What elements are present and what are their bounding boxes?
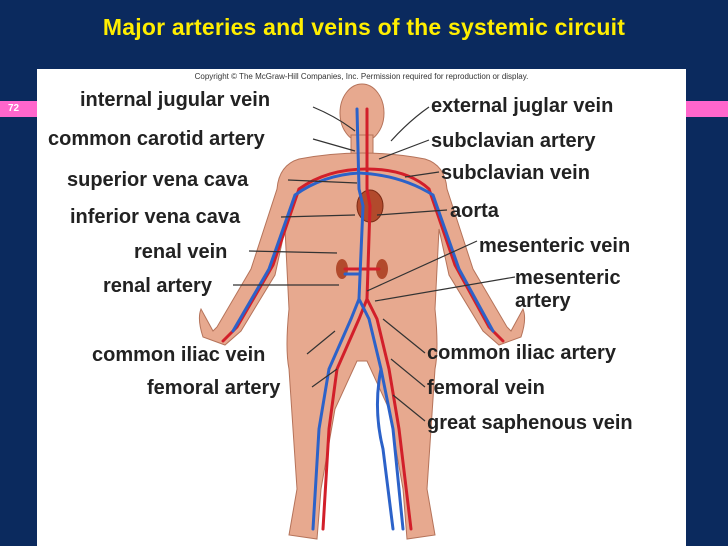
label-inferior-vena-cava: inferior vena cava: [70, 206, 241, 228]
label-femoral-vein: femoral vein: [427, 377, 545, 399]
label-common-carotid-artery: common carotid artery: [48, 128, 265, 150]
label-subclavian-artery: subclavian artery: [431, 130, 596, 152]
slide-accent-bar-right: [686, 101, 728, 117]
label-internal-jugular-vein: internal jugular vein: [80, 89, 271, 111]
label-renal-artery: renal artery: [103, 275, 212, 297]
label-common-iliac-artery: common iliac artery: [427, 342, 616, 364]
label-common-iliac-vein: common iliac vein: [92, 344, 266, 366]
veins: [231, 107, 495, 531]
label-renal-vein: renal vein: [134, 241, 228, 263]
right-kidney-icon: [376, 259, 388, 279]
slide-number: 72: [8, 103, 20, 114]
label-great-saphenous-vein: great saphenous vein: [427, 412, 633, 434]
label-mesenteric-artery-line2: artery: [515, 290, 571, 312]
anatomy-panel: Copyright © The McGraw-Hill Companies, I…: [37, 69, 686, 546]
copyright-notice: Copyright © The McGraw-Hill Companies, I…: [194, 72, 529, 81]
label-external-juglar-vein: external juglar vein: [431, 95, 614, 117]
slide-title: Major arteries and veins of the systemic…: [102, 14, 626, 40]
label-mesenteric-artery-line1: mesenteric: [515, 267, 621, 289]
label-subclavian-vein: subclavian vein: [441, 162, 590, 184]
label-mesenteric-vein: mesenteric vein: [479, 235, 631, 257]
leader-lines: [233, 106, 516, 422]
circulatory-figure: [198, 83, 526, 540]
slide-number-bar: [0, 101, 37, 117]
label-aorta: aorta: [450, 200, 499, 222]
label-superior-vena-cava: superior vena cava: [67, 169, 249, 191]
label-femoral-artery: femoral artery: [147, 377, 281, 399]
arteries: [221, 107, 505, 531]
